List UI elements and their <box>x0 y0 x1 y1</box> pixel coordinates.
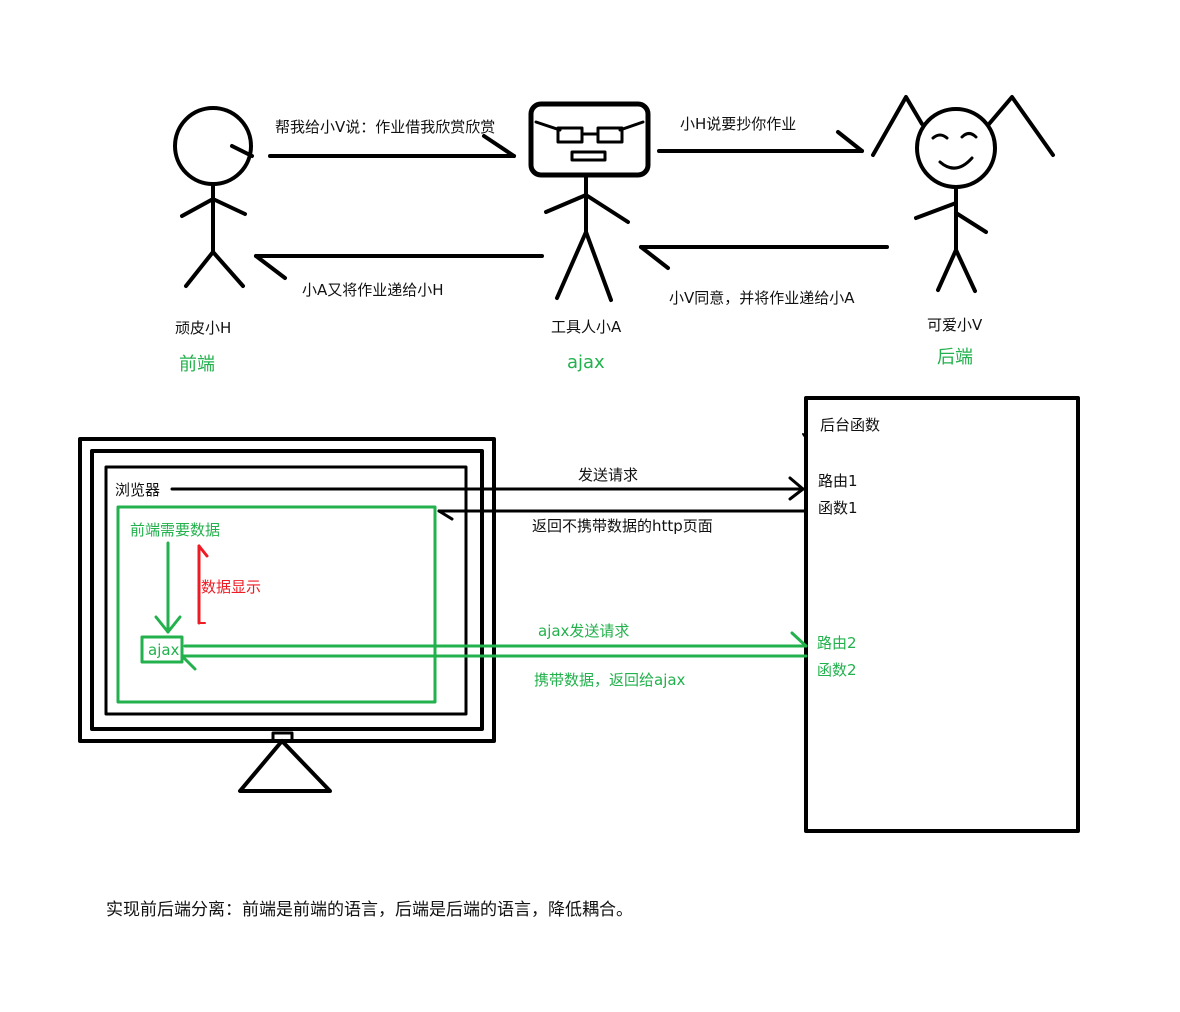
arrow-a-to-h <box>254 254 544 280</box>
browser-window <box>104 465 468 716</box>
route-1: 路由1 <box>818 472 858 490</box>
name-a: 工具人小A <box>551 318 622 336</box>
smile-eye-left <box>931 133 949 140</box>
label-carry-data: 携带数据，返回给ajax <box>534 671 686 689</box>
func-1: 函数1 <box>818 499 858 517</box>
ajax-box-label: ajax <box>148 641 180 659</box>
label-v-to-a: 小V同意，并将作业递给小A <box>669 289 855 307</box>
arrow-data-display <box>197 544 209 625</box>
name-h: 顽皮小H <box>175 319 231 337</box>
head-v <box>915 107 997 189</box>
backend-title: 后台函数 <box>820 416 880 434</box>
smile-mouth <box>938 156 974 170</box>
head-a <box>528 101 651 178</box>
arrow-send-request <box>170 476 805 501</box>
arrow-a-to-v <box>657 130 864 153</box>
label-send-request: 发送请求 <box>578 466 638 484</box>
label-return-page: 返回不携带数据的http页面 <box>532 517 713 535</box>
monitor <box>78 437 496 793</box>
browser-label: 浏览器 <box>115 481 160 499</box>
stick-figure-h <box>173 106 254 288</box>
data-display-label: 数据显示 <box>201 578 261 596</box>
route-2: 路由2 <box>817 634 857 652</box>
frontend-needs-label: 前端需要数据 <box>130 521 220 539</box>
monitor-stand <box>238 739 332 793</box>
frontend-area <box>116 505 437 704</box>
head-h <box>173 106 253 186</box>
func-2: 函数2 <box>817 661 857 679</box>
name-v: 可爱小V <box>927 316 983 334</box>
arrow-h-to-a <box>268 134 516 158</box>
arrow-carry-data <box>180 654 808 671</box>
stick-figure-a <box>528 101 651 302</box>
pigtail-right <box>987 95 1055 157</box>
label-h-to-a: 帮我给小V说：作业借我欣赏欣赏 <box>275 118 495 136</box>
role-ajax: ajax <box>567 352 605 373</box>
backend-box <box>804 396 1080 833</box>
role-frontend: 前端 <box>179 354 215 375</box>
arrow-v-to-a <box>639 245 889 270</box>
pigtail-left <box>871 95 924 157</box>
stick-figure-v <box>871 95 1055 293</box>
glasses-icon <box>556 126 584 144</box>
arrow-ajax-send <box>183 631 808 648</box>
role-backend: 后端 <box>937 347 973 368</box>
arrow-return-page <box>437 509 808 521</box>
label-a-to-h: 小A又将作业递给小H <box>302 281 444 299</box>
summary-text: 实现前后端分离：前端是前端的语言，后端是后端的语言，降低耦合。 <box>106 900 633 920</box>
ajax-box <box>140 635 184 664</box>
label-ajax-send: ajax发送请求 <box>538 622 629 640</box>
arrow-down-to-ajax <box>154 541 182 634</box>
label-a-to-v: 小H说要抄你作业 <box>680 115 796 133</box>
